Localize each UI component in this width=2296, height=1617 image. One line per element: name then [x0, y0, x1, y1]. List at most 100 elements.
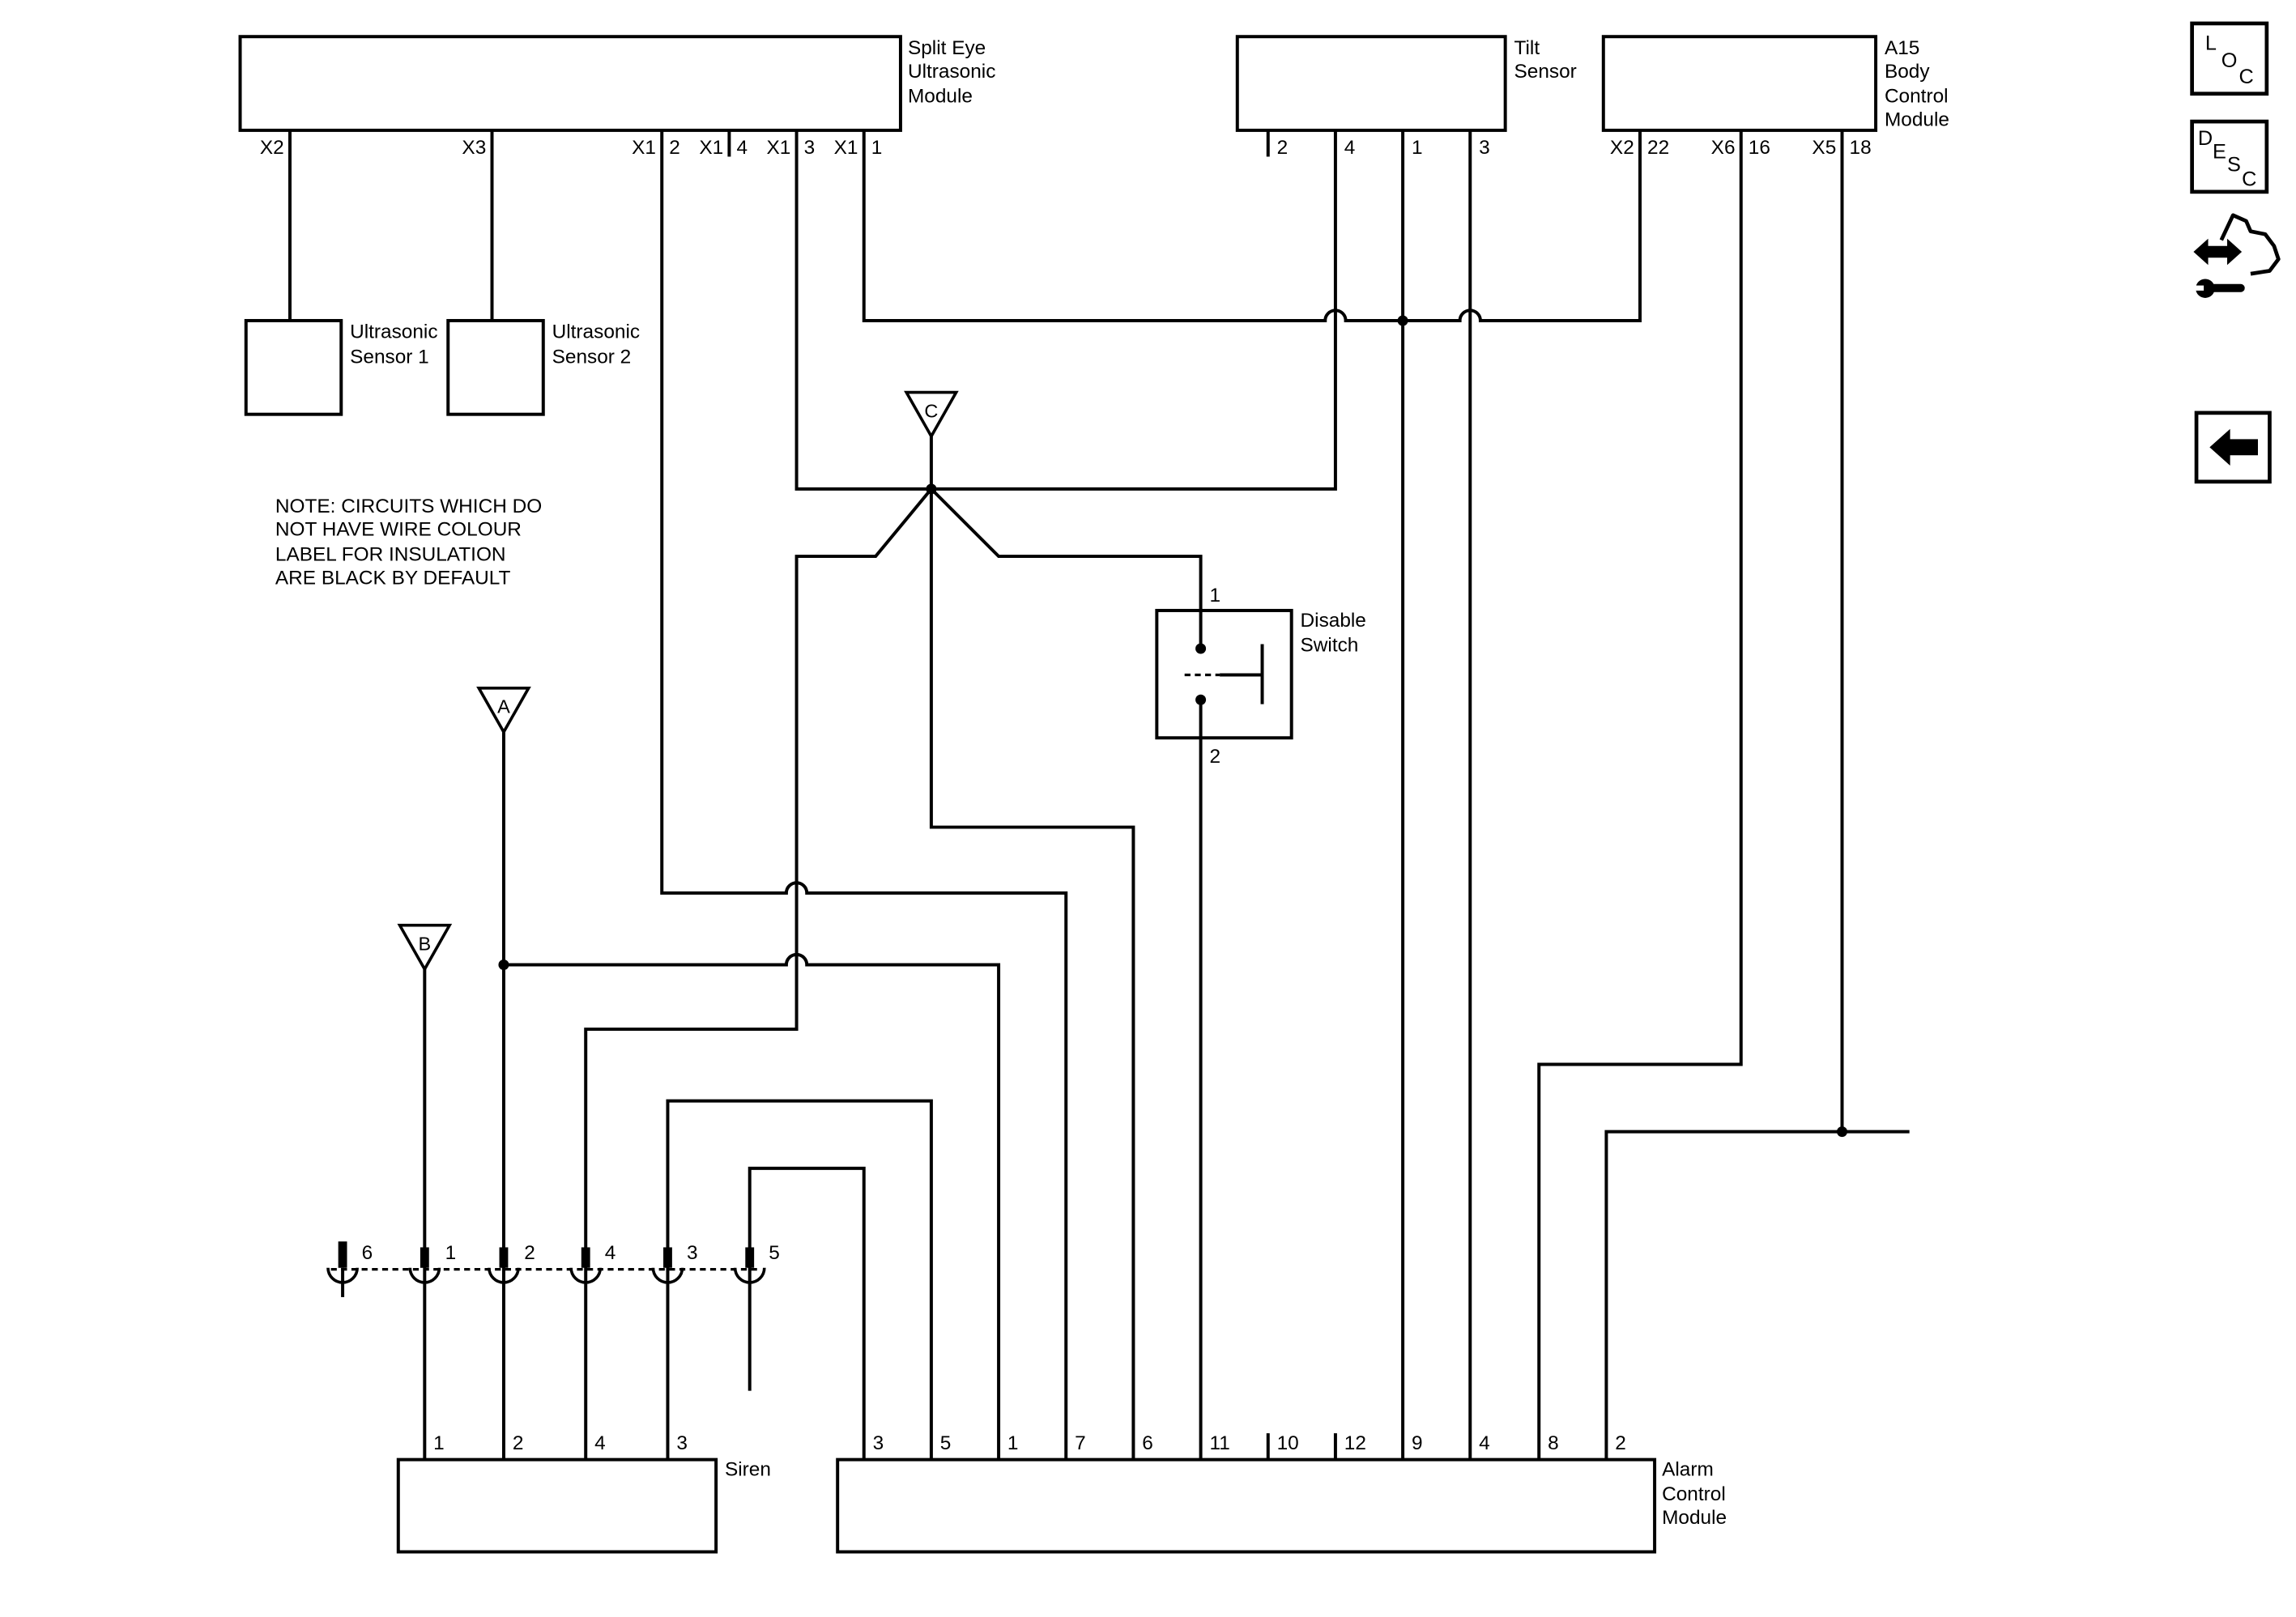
ultrasonic-sensor-1-box — [244, 318, 343, 416]
off-page-reference-label: A — [497, 696, 510, 717]
loc-button-letter: C — [2238, 66, 2253, 88]
connector-id-label: X1 — [632, 137, 656, 159]
pin-label: 2 — [669, 137, 680, 159]
side-toolbar: L O C D E S C — [2190, 21, 2281, 484]
component-label: Control — [1885, 86, 1949, 108]
wrench-jaw-gap — [2193, 285, 2204, 291]
inline-connector: 6 1 2 4 3 5 — [326, 1241, 780, 1284]
component-label: A15 — [1885, 37, 1919, 59]
connector-id-label: X1 — [766, 137, 790, 159]
disable-switch-labels: Disable Switch 1 2 — [1209, 585, 1365, 768]
connector-pin — [745, 1247, 755, 1268]
pin-label: 2 — [513, 1432, 524, 1454]
pin-label: 2 — [1615, 1432, 1626, 1454]
connector-pin — [663, 1247, 672, 1268]
pin-label: 3 — [804, 137, 816, 159]
desc-button[interactable]: D E S C — [2190, 119, 2269, 194]
component-label: Split Eye — [908, 37, 986, 59]
off-page-reference-triangle — [904, 390, 959, 440]
pin-label: 3 — [676, 1432, 688, 1454]
splice-dots — [498, 315, 1848, 1138]
component-label: Siren — [725, 1459, 771, 1481]
wires — [288, 130, 1910, 1460]
off-page-reference-triangle — [397, 923, 453, 972]
desc-button-letter: C — [2242, 168, 2256, 191]
switch-contact — [1195, 643, 1207, 654]
connector-pin-label: 3 — [687, 1242, 698, 1264]
connector-view-button[interactable] — [2193, 213, 2281, 298]
pin-label: 22 — [1647, 137, 1669, 159]
connector-outline — [2219, 213, 2281, 276]
connector-id-label: X1 — [834, 137, 858, 159]
back-button[interactable] — [2194, 411, 2272, 484]
connector-socket — [408, 1267, 441, 1284]
component-label: Body — [1885, 61, 1930, 83]
off-page-reference-c: C — [904, 390, 959, 440]
wrench-handle — [2209, 283, 2245, 292]
loc-button-letter: L — [2205, 32, 2217, 54]
desc-button-letter: E — [2213, 140, 2226, 163]
switch-contact — [1195, 694, 1207, 705]
split-eye-ultrasonic-module-labels: Split Eye Ultrasonic Module X2 X3 X1 2 X… — [260, 37, 996, 159]
pin-label: 2 — [1277, 137, 1289, 159]
pin-label: 1 — [1209, 585, 1220, 606]
wrench-head — [2196, 279, 2215, 298]
connector-pin-label: 6 — [362, 1242, 373, 1264]
pin-label: 3 — [873, 1432, 884, 1454]
connector-socket — [488, 1267, 520, 1284]
tilt-sensor-box — [1235, 35, 1507, 132]
pin-label: 4 — [1479, 1432, 1490, 1454]
component-label: Tilt — [1514, 37, 1540, 59]
pin-label: 2 — [1209, 746, 1220, 768]
desc-button-letter: D — [2198, 127, 2213, 150]
connector-pin-label: 2 — [524, 1242, 535, 1264]
pin-label: 4 — [1344, 137, 1356, 159]
connector-id-label: X2 — [1610, 137, 1634, 159]
body-control-module-box — [1601, 35, 1878, 132]
pin-label: 16 — [1749, 137, 1770, 159]
pin-label: 6 — [1142, 1432, 1153, 1454]
splice-dot — [1837, 1126, 1848, 1138]
connector-id-label: X2 — [260, 137, 284, 159]
component-label: Alarm — [1662, 1459, 1714, 1481]
loc-button[interactable]: L O C — [2190, 21, 2269, 96]
connector-id-label: X6 — [1711, 137, 1736, 159]
splice-dot — [1397, 315, 1408, 326]
wire-ref-a-splice-to-alarm-1 — [503, 952, 1001, 1460]
component-label: Module — [1662, 1507, 1727, 1529]
component-label: Sensor 1 — [350, 346, 429, 368]
alarm-control-module-labels: Alarm Control Module 3 5 1 7 6 11 10 12 … — [873, 1432, 1727, 1529]
wire-alarm-5-to-siren-3 — [666, 1099, 933, 1460]
wire-splice-c-to-alarm-6 — [929, 488, 1135, 1460]
component-label: Sensor 2 — [552, 346, 632, 368]
connector-pin-label: 1 — [445, 1242, 457, 1264]
connector-id-label: X3 — [462, 137, 486, 159]
component-label: Disable — [1301, 610, 1366, 632]
ultrasonic-sensor-labels: Ultrasonic Sensor 1 Ultrasonic Sensor 2 — [350, 321, 640, 368]
split-eye-ultrasonic-module-box — [238, 35, 902, 132]
component-label: Module — [908, 86, 973, 108]
wire-alarm-3-to-connector-5 — [748, 1166, 866, 1460]
connector-socket — [651, 1267, 684, 1284]
off-page-reference-a: A — [476, 686, 531, 735]
component-label: Module — [1885, 109, 1949, 131]
off-page-reference-label: C — [924, 400, 938, 421]
wire-splice-to-alarm-2 — [1604, 1130, 1910, 1460]
splice-dot — [498, 959, 509, 971]
disable-switch-symbol — [1184, 643, 1264, 705]
alarm-control-module-box — [836, 1457, 1657, 1554]
pin-label: 4 — [594, 1432, 606, 1454]
connector-pin — [338, 1241, 347, 1268]
pin-label: 11 — [1209, 1432, 1229, 1454]
pin-label: 7 — [1075, 1432, 1086, 1454]
siren-labels: Siren 1 2 4 3 — [433, 1432, 771, 1481]
pin-label: 5 — [940, 1432, 952, 1454]
component-label: Ultrasonic — [908, 61, 995, 83]
off-page-reference-triangle — [476, 686, 531, 735]
connector-id-label: X1 — [699, 137, 723, 159]
note-line: LABEL FOR INSULATION — [275, 543, 506, 565]
component-label: Ultrasonic — [552, 321, 640, 343]
pin-label: 1 — [871, 137, 883, 159]
component-label: Sensor — [1514, 61, 1577, 83]
